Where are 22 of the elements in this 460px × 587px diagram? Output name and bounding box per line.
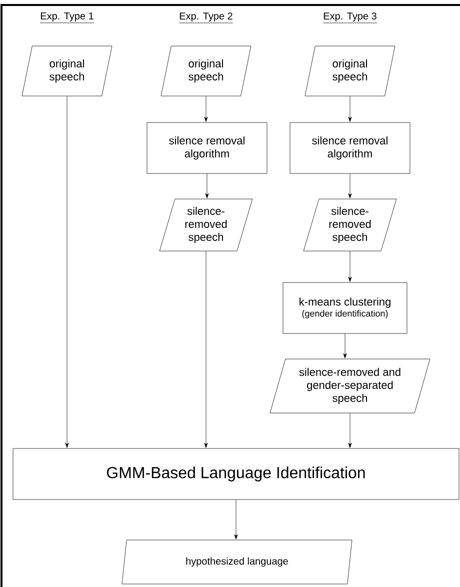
process-box: GMM-Based Language Identification	[12, 448, 460, 500]
process-box: silence removal algorithm	[290, 122, 410, 174]
data-parallelogram: original speech	[304, 46, 396, 96]
arrow	[205, 174, 209, 198]
column-heading: Exp. Type 2	[178, 12, 234, 24]
arrow	[204, 251, 208, 448]
arrow	[65, 96, 69, 448]
arrow	[348, 251, 352, 282]
arrow	[348, 96, 352, 122]
arrow	[348, 174, 352, 198]
column-heading: Exp. Type 3	[322, 12, 378, 24]
process-box: k-means clustering (gender identification)	[282, 282, 408, 334]
process-box: silence removal algorithm	[146, 122, 268, 174]
data-parallelogram: silence-removed and gender-separated speech	[270, 358, 430, 414]
column-heading: Exp. Type 1	[40, 12, 94, 24]
arrow	[234, 500, 238, 540]
data-parallelogram: silence-removed speech	[159, 198, 253, 252]
data-parallelogram: silence-removed speech	[303, 198, 397, 252]
arrow	[204, 96, 208, 122]
arrow	[343, 334, 347, 358]
arrow	[348, 413, 352, 448]
data-parallelogram: hypothesized language	[122, 540, 352, 584]
